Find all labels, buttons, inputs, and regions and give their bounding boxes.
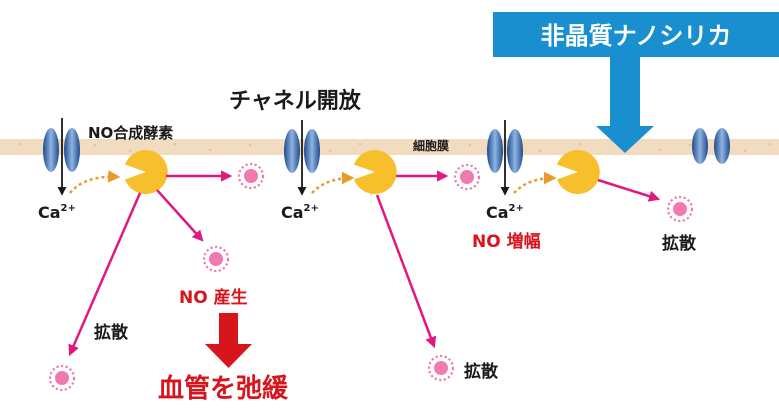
calcium-label-1: Ca2+ (38, 203, 76, 222)
no-molecule-1 (237, 162, 265, 190)
calcium-label-2: Ca2+ (281, 203, 319, 222)
no-arrow-down-1 (156, 189, 204, 242)
no-molecule-3 (48, 364, 76, 392)
no-synthase-enzyme-1 (125, 150, 168, 194)
no-synthase-label: NO合成酵素 (88, 124, 173, 142)
diffusion-label-1: 拡散 (94, 322, 129, 343)
vasodilation-arrow (205, 313, 252, 368)
membrane-label: 細胞膜 (413, 138, 449, 153)
silica-banner (493, 12, 779, 57)
membrane-texture (18, 142, 772, 153)
channel-open-label: チャネル開放 (229, 88, 362, 114)
silica-down-arrow (596, 57, 654, 153)
calcium-channel-3 (487, 129, 523, 173)
no-molecule-2 (202, 245, 230, 273)
calcium-label-3: Ca2+ (486, 203, 524, 222)
no-production-label: NO 産生 (179, 287, 248, 308)
silica-banner-text: 非晶質ナノシリカ (541, 22, 732, 50)
calcium-channel-4 (692, 128, 730, 164)
vasodilation-label: 血管を弛緩 (158, 374, 289, 404)
diffusion-label-3: 拡散 (662, 233, 697, 254)
calcium-flow-arrow-2 (311, 171, 355, 194)
calcium-channel-2 (284, 129, 320, 173)
no-molecule-5 (427, 354, 455, 382)
calcium-flow-arrow-3 (513, 171, 557, 194)
no-molecule-4 (453, 163, 481, 191)
no-arrow-diffuse-1 (68, 192, 142, 357)
no-synthase-enzyme-3 (557, 150, 600, 194)
no-amplification-label: NO 増幅 (472, 231, 541, 252)
calcium-flow-arrow-1 (69, 170, 121, 194)
diffusion-label-2: 拡散 (464, 361, 499, 382)
calcium-channel-1 (43, 128, 80, 172)
no-molecule-6 (666, 195, 694, 223)
no-arrow-diffuse-2 (375, 194, 437, 349)
no-synthase-enzyme-2 (354, 150, 397, 194)
no-arrow-right-3 (597, 178, 661, 202)
